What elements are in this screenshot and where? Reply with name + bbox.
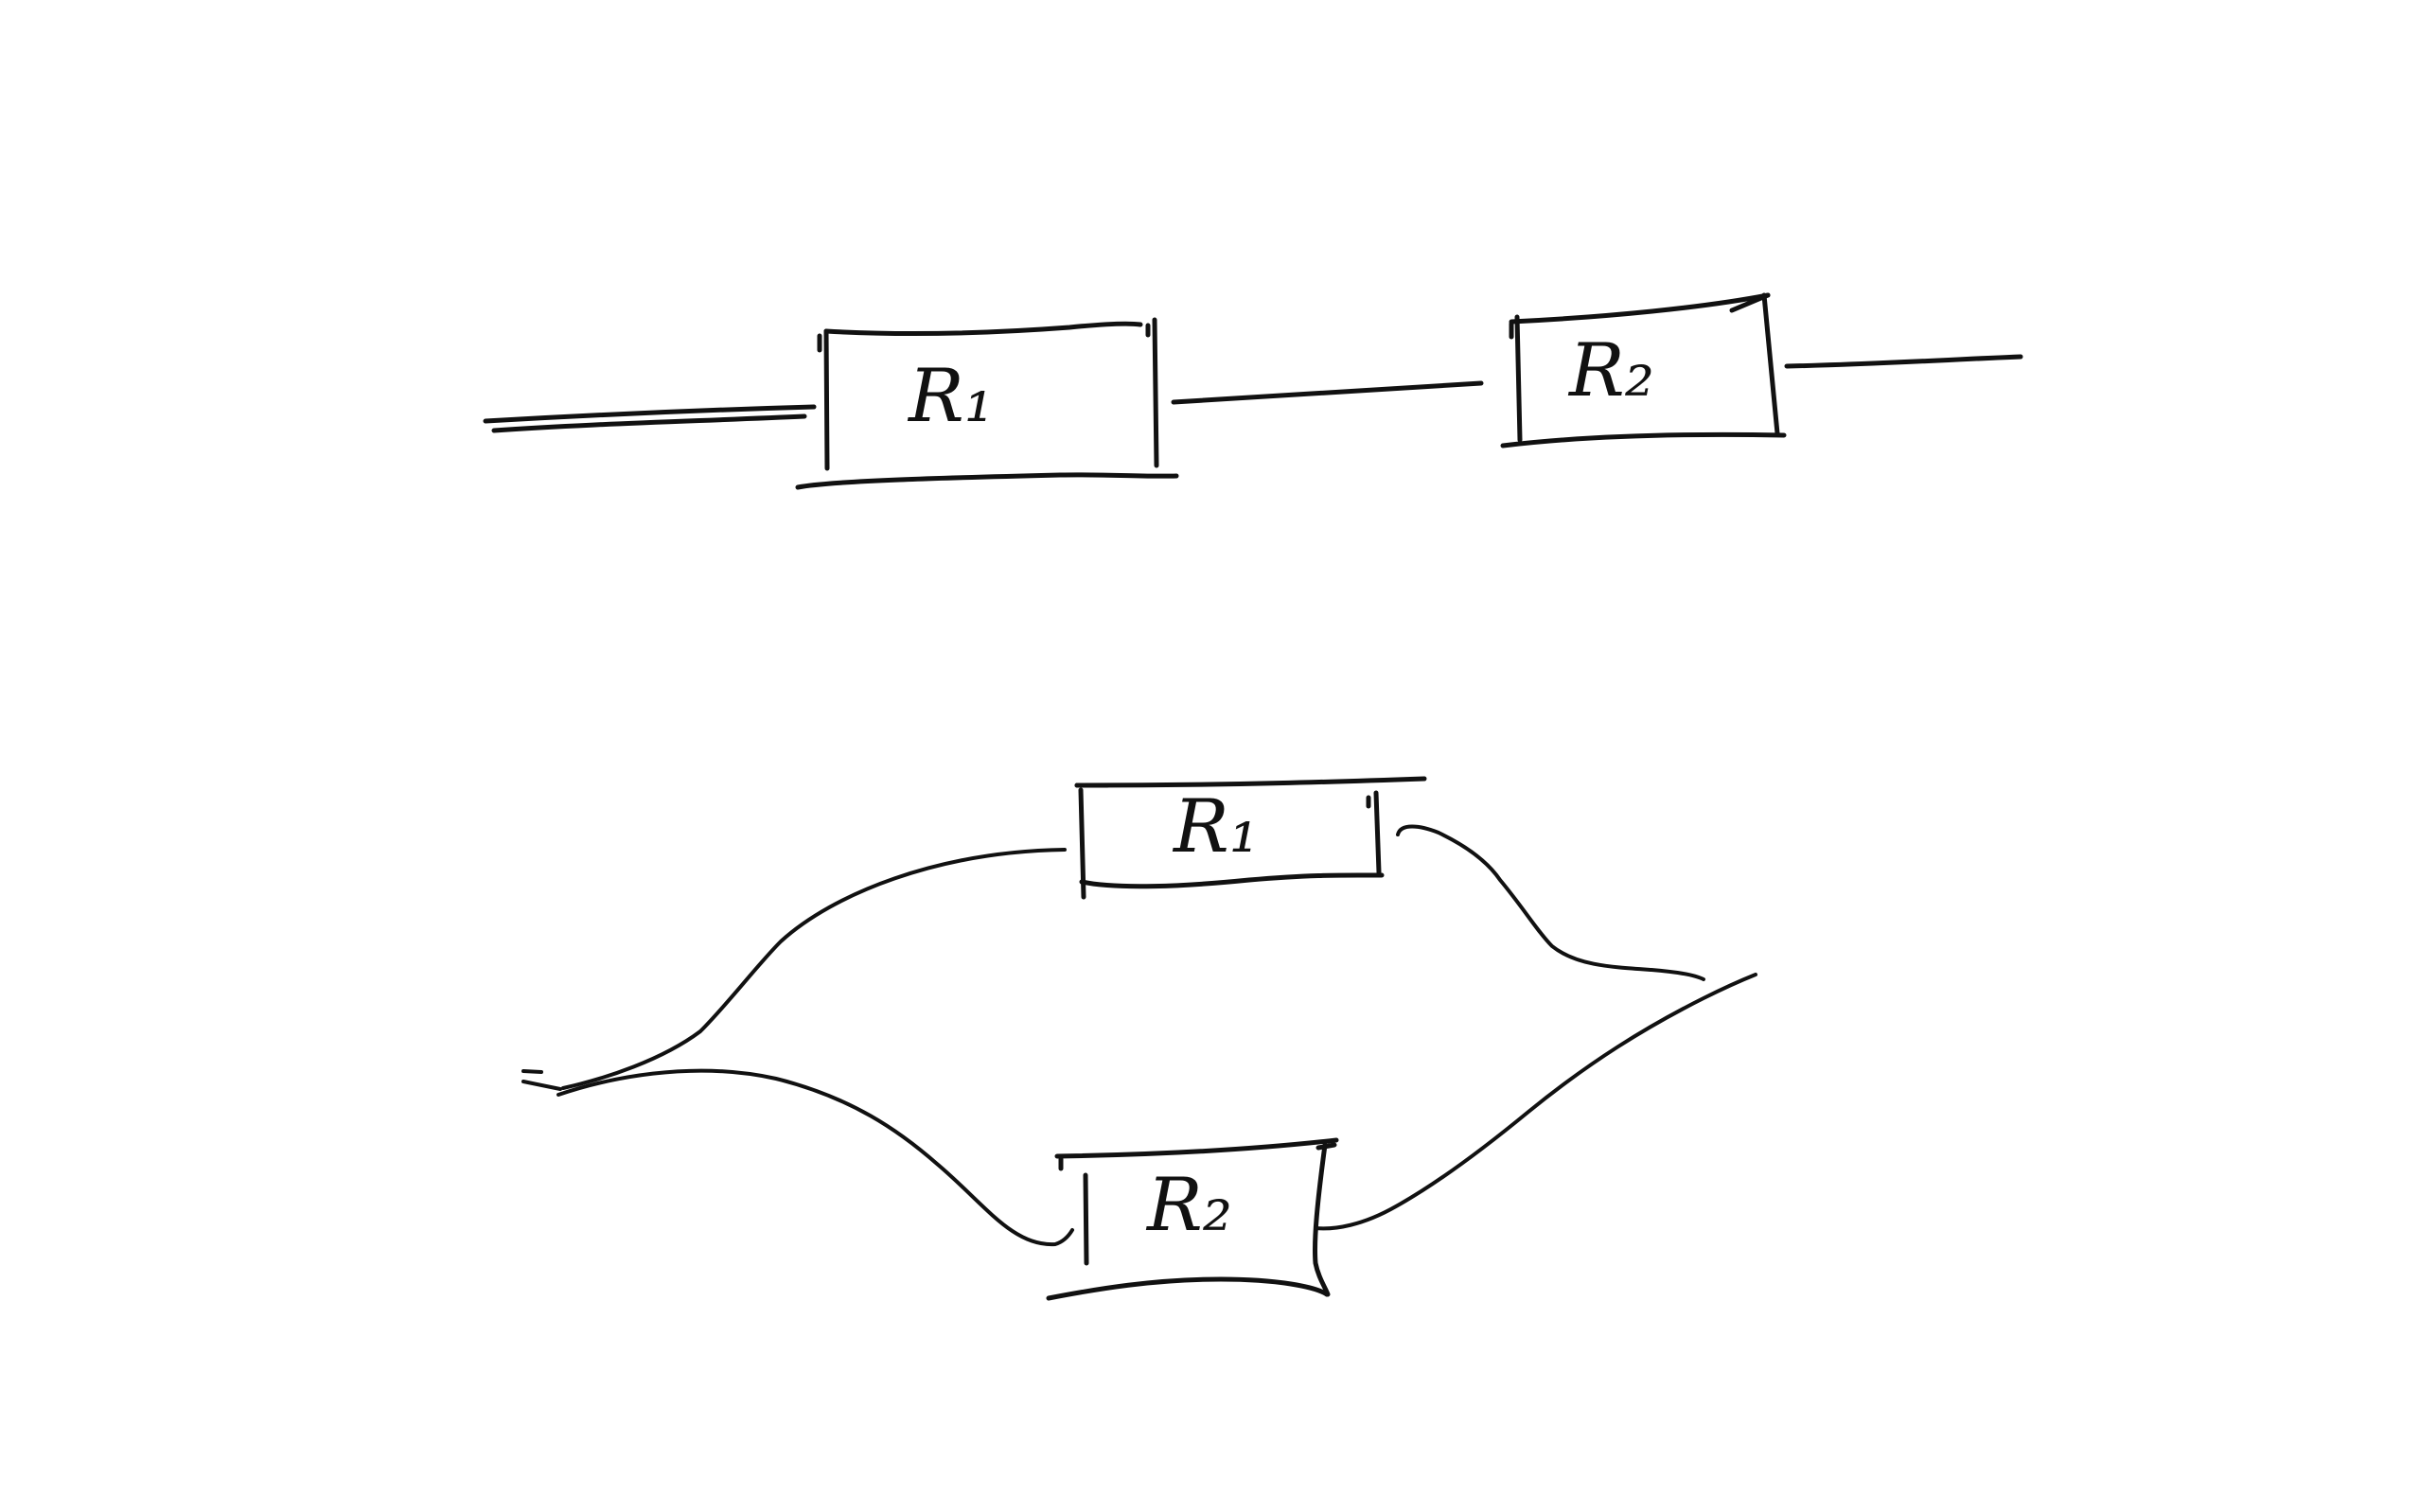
parallel-r2-label: R₂ [1145, 1163, 1232, 1248]
parallel-lower-left-wire [556, 1068, 1074, 1247]
series-connecting-wire [1171, 380, 1484, 405]
parallel-r1-left-edge [1078, 787, 1086, 900]
series-r1-left-edge [823, 328, 830, 471]
parallel-r1-bottom-edge [1079, 872, 1385, 889]
parallel-upper-left-wire [561, 848, 1067, 1090]
series-r2-label: R₂ [1567, 328, 1654, 413]
parallel-resistor-r2: R₂ [1046, 1137, 1339, 1301]
series-r2-bottom-edge [1500, 431, 1787, 448]
parallel-r2-top-edge [1054, 1137, 1339, 1159]
series-r1-bottom-edge [795, 472, 1179, 490]
parallel-resistor-r1: R₁ [1074, 776, 1427, 900]
series-r2-top-right-tick [1729, 292, 1771, 313]
parallel-r1-right-edge [1373, 790, 1382, 875]
parallel-r2-bottom-edge [1046, 1276, 1330, 1301]
series-circuit: R₁ R₂ [483, 292, 2023, 490]
series-lead-out-wire [1784, 354, 2023, 369]
series-r2-top-edge [1509, 292, 1771, 325]
parallel-r1-label: R₁ [1172, 784, 1259, 870]
series-resistor-r2: R₂ [1500, 292, 1787, 448]
series-resistor-r1: R₁ [795, 317, 1179, 490]
parallel-circuit: R₁ R₂ [521, 776, 1757, 1301]
series-lead-in-wire-overstroke [491, 413, 807, 433]
parallel-r1-top-edge [1074, 776, 1427, 788]
series-r1-right-edge [1152, 317, 1159, 468]
series-r2-right-edge [1761, 292, 1780, 436]
parallel-left-junction [521, 1069, 562, 1091]
parallel-upper-right-wire [1396, 824, 1705, 981]
parallel-lower-right-wire [1314, 973, 1757, 1231]
series-r1-label: R₁ [907, 354, 994, 439]
series-lead-in-wire [483, 404, 817, 424]
parallel-r2-right-edge-tick [1315, 1142, 1337, 1151]
parallel-r2-right-edge [1312, 1142, 1331, 1297]
series-r2-left-edge [1514, 314, 1523, 443]
series-r1-top-edge [823, 321, 1143, 337]
